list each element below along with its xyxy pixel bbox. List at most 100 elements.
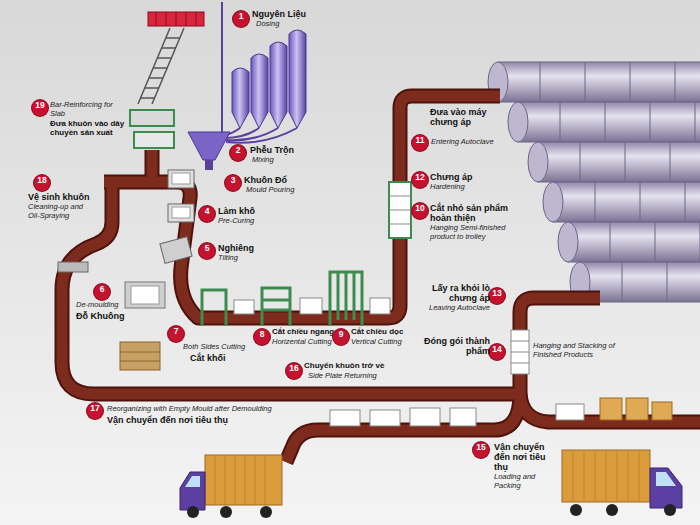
conveyor-belt: [286, 394, 520, 462]
step-marker: 1Nguyên LiệuDosing: [233, 11, 249, 27]
conveyor-belt: [62, 96, 700, 462]
step-marker: 11Đưa vào máy chưng ápEntering Autoclave: [412, 135, 428, 151]
silos: [205, 160, 213, 170]
step-label-english: Side Plate Returning: [308, 372, 398, 381]
step-marker: 3Khuôn ĐổMould Pouring: [225, 175, 241, 191]
feed-rails: [138, 28, 184, 104]
step-label-english: Hanging Semi-finished product to trolley: [430, 224, 525, 242]
step-label: Phễu Trộn: [250, 145, 320, 155]
moulds: [120, 352, 160, 361]
truck: [205, 455, 282, 505]
callout-number: 8: [254, 329, 270, 339]
step-label: Chuyển khuôn trở về: [304, 362, 396, 371]
step-marker: 13Lấy ra khỏi lò chưng ápLeaving Autocla…: [489, 288, 505, 304]
step-marker: 2Phễu TrộnMixing: [230, 145, 246, 161]
truck: [650, 468, 682, 508]
autoclave-cylinders: [498, 62, 700, 102]
reinforcing-moulds: [130, 110, 174, 126]
step-label: Cắt chiều dọc: [351, 328, 415, 337]
packed-boxes: [626, 398, 648, 420]
aerated-blocks: [556, 404, 584, 420]
truck: [562, 450, 650, 502]
step-label-english: Mould Pouring: [246, 186, 326, 195]
callout-number: 18: [34, 175, 50, 185]
silos: [188, 132, 230, 160]
autoclave-cylinders: [538, 142, 700, 182]
silos: [221, 2, 223, 132]
step-label: Cắt chiều ngang: [272, 328, 338, 337]
truck: [573, 450, 639, 502]
step-label: Làm khô: [218, 206, 288, 216]
callout-number: 9: [333, 329, 349, 339]
step-marker: 14Đóng gói thành phẩmHanging and Stackin…: [489, 344, 505, 360]
silos: [251, 54, 268, 128]
step-label-english: Dosing: [256, 20, 326, 29]
step-label: Đưa vào máy chưng áp: [430, 107, 502, 127]
autoclave-cylinders: [553, 182, 700, 222]
step-label-english: Horizental Cutting: [272, 338, 338, 347]
step-label-english: Bar-Reinforcing for Slab: [50, 101, 126, 119]
moulds: [160, 237, 192, 264]
cutting-frames: [262, 288, 290, 326]
moulds: [120, 342, 160, 370]
step-marker: 16Chuyển khuôn trở vềSide Plate Returnin…: [286, 363, 302, 379]
step-marker: 17Reorganizing with Empty Mould after De…: [87, 403, 103, 419]
dosing-rack: [148, 12, 204, 26]
moulds: [168, 170, 194, 188]
cutting-frames: [202, 290, 226, 326]
callout-number: 2: [230, 145, 246, 155]
step-label: Cắt nhỏ sản phẩm hoàn thiện: [430, 203, 520, 223]
truck: [606, 504, 618, 516]
moulds: [125, 282, 165, 308]
step-marker: 15Vận chuyển đến nơi tiêu thụLoading and…: [473, 442, 489, 458]
step-label-english: Mixing: [252, 156, 312, 165]
reinforcing-moulds: [130, 110, 174, 148]
callout-number: 11: [412, 135, 428, 145]
packed-boxes: [652, 402, 672, 420]
aerated-blocks: [389, 196, 411, 224]
step-marker: 10Cắt nhỏ sản phẩm hoàn thiệnHanging Sem…: [412, 203, 428, 219]
aerated-blocks: [370, 410, 400, 426]
step-marker: 12Chưng ápHardening: [412, 172, 428, 188]
conveyor-belt: [286, 394, 520, 462]
step-label: Nguyên Liệu: [252, 9, 342, 19]
step-label-english: Pre-Curing: [218, 217, 288, 226]
feed-rails: [141, 38, 180, 98]
truck: [664, 504, 676, 516]
step-label-english: Both Sides Cutting: [183, 343, 251, 352]
conveyor-belt: [147, 150, 158, 182]
step-label: Vận chuyển đến nơi tiêu thụ: [494, 442, 558, 472]
step-label-english: Cleaning-up and Oil-Spraying: [28, 203, 94, 221]
aerated-blocks: [370, 298, 390, 314]
step-marker: 9Cắt chiều dọcVertical Cutting: [333, 329, 349, 345]
callout-number: 14: [489, 344, 505, 354]
packed-boxes: [600, 398, 622, 420]
truck: [180, 455, 282, 518]
step-label: Vận chuyển đến nơi tiêu thụ: [107, 415, 337, 425]
aerated-blocks: [300, 298, 322, 314]
step-marker: 8Cắt chiều ngangHorizental Cutting: [254, 329, 270, 345]
silos: [188, 2, 306, 170]
conveyor-belt: [62, 186, 520, 394]
callout-number: 6: [94, 284, 110, 294]
step-label: Nghiêng: [218, 243, 288, 253]
autoclave-cylinders: [568, 222, 700, 262]
aerated-blocks: [511, 330, 529, 374]
conveyor-belt: [62, 186, 520, 394]
step-label-english: Reorganizing with Empty Mould after Demo…: [107, 405, 337, 414]
callout-number: 3: [225, 175, 241, 185]
step-marker: 4Làm khôPre-Curing: [199, 206, 215, 222]
autoclave-cylinders: [528, 142, 548, 182]
aerated-blocks: [234, 182, 584, 426]
truck: [180, 472, 205, 510]
aerated-blocks: [511, 341, 529, 363]
callout-number: 17: [87, 403, 103, 413]
cutting-frames: [202, 272, 362, 326]
truck: [220, 506, 232, 518]
callout-number: 13: [489, 288, 505, 298]
conveyor-belt: [145, 150, 160, 182]
step-marker: 18Vệ sinh khuônCleaning-up and Oil-Spray…: [34, 175, 50, 191]
conveyor-belt: [62, 96, 700, 462]
callout-number: 15: [473, 442, 489, 452]
